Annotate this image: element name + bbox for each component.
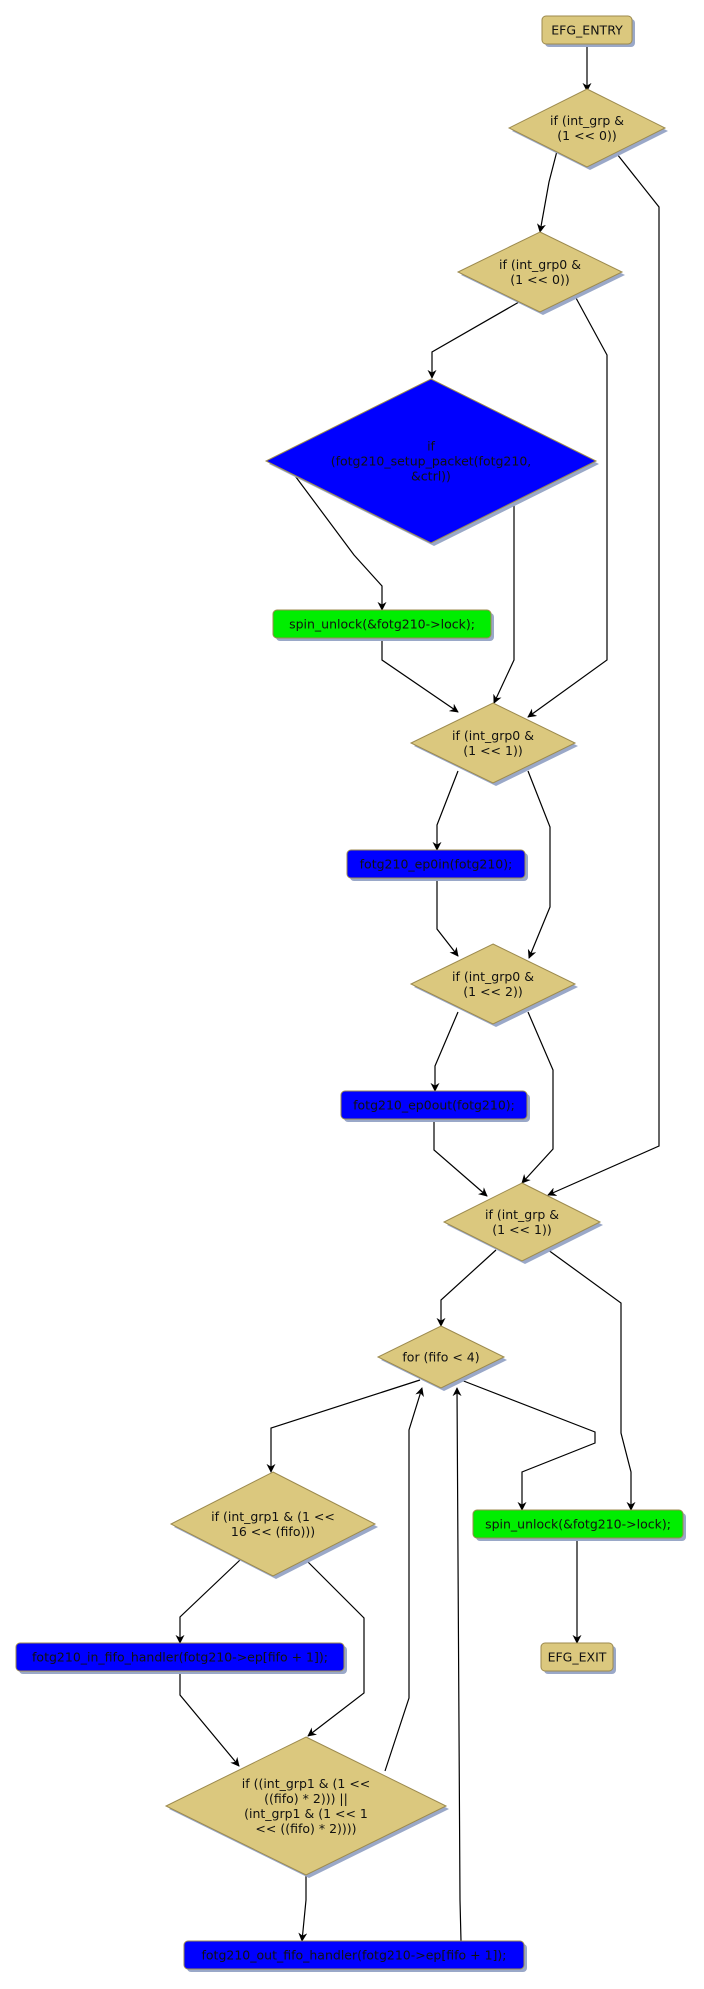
node-label: (1 << 1)) [492,1222,551,1237]
node-label: fotg210_ep0in(fotg210); [360,857,513,872]
node-label: fotg210_ep0out(fotg210); [353,1098,515,1113]
node-in-fifo-handler[interactable]: fotg210_in_fifo_handler(fotg210->ep[fifo… [15,1642,347,1674]
edge-int-grp0-1-to-ep0in [432,770,459,851]
node-ep0in[interactable]: fotg210_ep0in(fotg210); [346,849,528,881]
node-exit[interactable]: EFG_EXIT [540,1642,616,1674]
node-int-grp0-0[interactable]: if (int_grp0 &(1 << 0)) [456,231,625,315]
node-label: EFG_EXIT [548,1650,607,1665]
node-for-fifo[interactable]: for (fifo < 4) [376,1325,507,1391]
node-label: << ((fifo) * 2)))) [255,1821,356,1836]
edge-int-grp0-0-to-int-grp0-1 [527,297,608,718]
edge-int-grp-0-to-int-grp0-0 [537,150,558,233]
node-ep0out[interactable]: fotg210_ep0out(fotg210); [340,1090,530,1122]
node-label: (int_grp1 & (1 << 1 [244,1806,368,1821]
node-int-grp-0[interactable]: if (int_grp &(1 << 0)) [507,88,668,170]
statement-box [15,1642,345,1672]
edge-ep0in-to-int-grp0-2 [436,878,459,957]
statement-box [540,1642,614,1672]
node-label: 16 << (fifo))) [231,1524,315,1539]
edge-int-grp-0-to-int-grp-1 [547,153,660,1196]
node-label: if [427,439,435,454]
node-int-grp1-fifo2[interactable]: if ((int_grp1 & (1 <<((fifo) * 2))) ||(i… [164,1736,449,1878]
edge-int-grp1-16-to-int-grp1-fifo2 [305,1559,365,1737]
node-label: (1 << 0)) [557,128,616,143]
node-label: if (int_grp & [485,1207,559,1222]
node-int-grp-1[interactable]: if (int_grp &(1 << 1)) [442,1182,603,1264]
node-label: fotg210_in_fifo_handler(fotg210->ep[fifo… [32,1650,328,1665]
decision-diamond [507,88,667,168]
decision-diamond [409,702,577,784]
node-label: if ((int_grp1 & (1 << [242,1776,371,1791]
edge-int-grp0-2-to-int-grp-1 [521,1011,554,1184]
statement-box [272,609,492,639]
decision-diamond [264,378,598,544]
edge-int-grp0-2-to-ep0out [430,1011,459,1092]
node-label: if (int_grp0 & [452,728,534,743]
node-label: fotg210_out_fifo_handler(fotg210->ep[fif… [202,1948,507,1963]
node-out-fifo-handler[interactable]: fotg210_out_fifo_handler(fotg210->ep[fif… [183,1940,527,1972]
node-label: if (int_grp0 & [452,969,534,984]
node-entry[interactable]: EFG_ENTRY [541,15,635,47]
decision-diamond [456,231,624,313]
edge-int-grp-1-to-spin-unlock-2 [543,1246,636,1511]
edge-for-fifo-to-int-grp1-16 [266,1379,421,1473]
node-label: &ctrl)) [411,469,451,484]
edge-setup-packet-to-spin-unlock-1 [283,460,387,611]
node-label: spin_unlock(&fotg210->lock); [289,617,475,632]
node-label: (fotg210_setup_packet(fotg210, [331,454,532,469]
edge-setup-packet-to-int-grp0-1 [493,502,515,704]
edge-for-fifo-to-spin-unlock-2 [460,1379,596,1511]
node-int-grp0-2[interactable]: if (int_grp0 &(1 << 2)) [409,943,578,1027]
node-setup-packet[interactable]: if(fotg210_setup_packet(fotg210,&ctrl)) [264,378,599,546]
node-spin-unlock-1[interactable]: spin_unlock(&fotg210->lock); [272,609,494,641]
statement-box [340,1090,528,1120]
node-label: (1 << 0)) [510,272,569,287]
decision-diamond [409,943,577,1025]
statement-box [472,1509,684,1539]
edge-spin-unlock-1-to-int-grp0-1 [381,638,459,713]
node-label: for (fifo < 4) [402,1350,479,1365]
decision-diamond [164,1736,448,1876]
decision-diamond [376,1325,506,1389]
node-label: (1 << 2)) [463,984,522,999]
edge-in-fifo-handler-to-int-grp1-fifo2 [179,1671,240,1767]
node-label: if (int_grp0 & [499,257,581,272]
edge-ep0out-to-int-grp-1 [433,1119,488,1197]
statement-box [541,15,633,45]
node-label: ((fifo) * 2))) || [264,1791,348,1806]
edge-out-fifo-handler-to-for-fifo [452,1387,462,1942]
statement-box [346,849,526,879]
edge-int-grp1-fifo2-to-for-fifo [384,1387,424,1772]
decision-diamond [169,1471,377,1577]
node-label: if (int_grp1 & (1 << [211,1509,335,1524]
node-int-grp0-1[interactable]: if (int_grp0 &(1 << 1)) [409,702,578,786]
node-label: (1 << 1)) [463,743,522,758]
edges [175,44,660,1942]
decision-diamond [442,1182,602,1262]
edge-int-grp-1-to-for-fifo [436,1249,497,1327]
node-label: if (int_grp & [550,113,624,128]
statement-box [183,1940,525,1970]
edge-int-grp0-1-to-int-grp0-2 [527,770,551,959]
node-spin-unlock-2[interactable]: spin_unlock(&fotg210->lock); [472,1509,686,1541]
node-label: EFG_ENTRY [551,23,623,38]
edge-int-grp1-fifo2-to-out-fifo-handler [298,1875,308,1942]
node-label: spin_unlock(&fotg210->lock); [485,1517,671,1532]
edge-int-grp1-16-to-in-fifo-handler [175,1559,241,1644]
edge-int-grp0-0-to-setup-packet [427,301,520,379]
node-int-grp1-16[interactable]: if (int_grp1 & (1 <<16 << (fifo))) [169,1471,378,1579]
